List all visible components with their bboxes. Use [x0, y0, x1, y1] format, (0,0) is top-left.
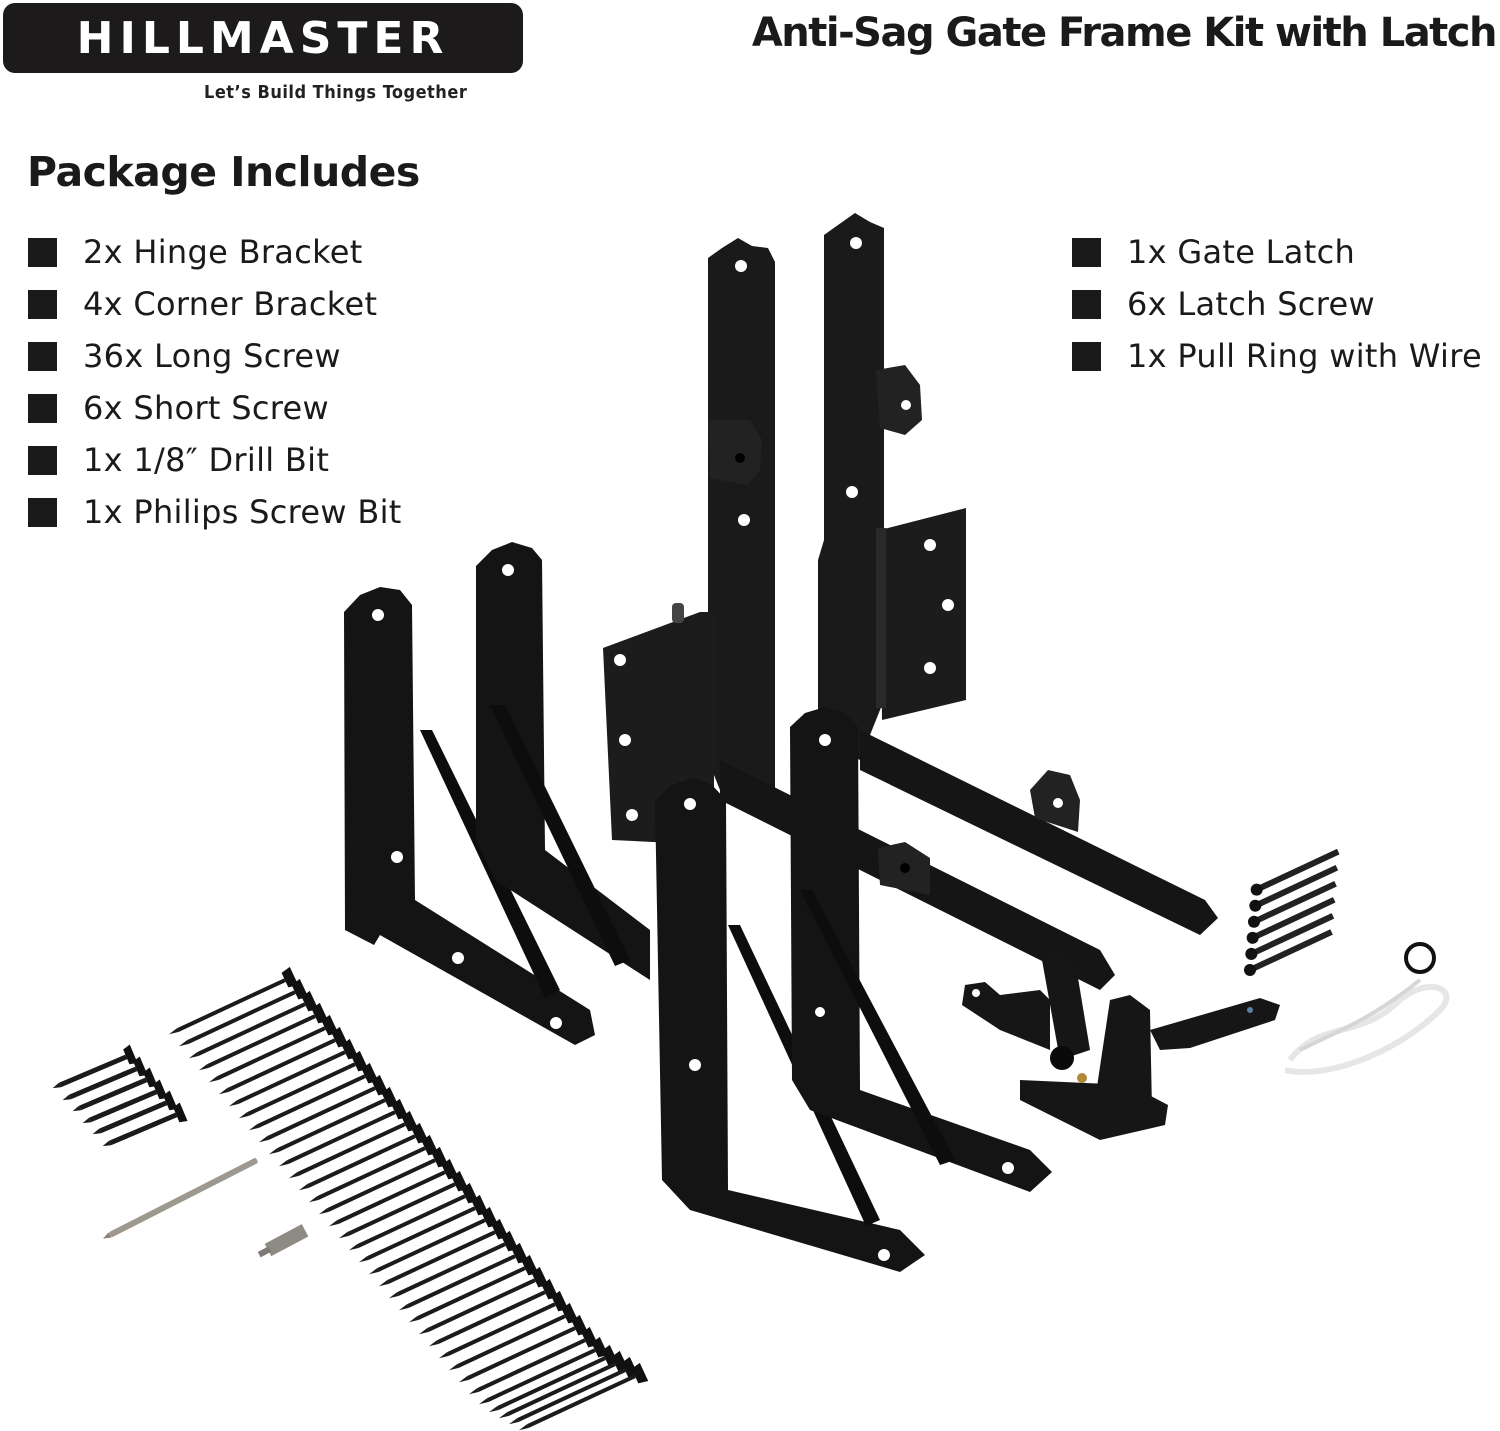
list-item: 6x Short Screw [28, 382, 402, 434]
short-screws [48, 1044, 188, 1156]
gate-latch [962, 950, 1280, 1140]
square-bullet-icon [28, 289, 57, 319]
package-heading: Package Includes [27, 148, 420, 196]
list-item: 36x Long Screw [28, 330, 402, 382]
package-list-left: 2x Hinge Bracket 4x Corner Bracket 36x L… [28, 226, 402, 538]
corner-bracket-2 [476, 542, 650, 980]
package-list-right: 1x Gate Latch 6x Latch Screw 1x Pull Rin… [1072, 226, 1482, 382]
square-bullet-icon [1072, 289, 1101, 319]
square-bullet-icon [1072, 237, 1101, 267]
list-item: 4x Corner Bracket [28, 278, 402, 330]
list-item: 1x Gate Latch [1072, 226, 1482, 278]
list-item: 1x Philips Screw Bit [28, 486, 402, 538]
brand-name: HILLMASTER [76, 12, 450, 64]
corner-bracket-4 [790, 707, 1052, 1192]
square-bullet-icon [28, 445, 57, 475]
product-title: Anti-Sag Gate Frame Kit with Latch [751, 10, 1498, 56]
hinge-bracket-2 [818, 213, 1218, 935]
square-bullet-icon [28, 341, 57, 371]
list-item: 1x Pull Ring with Wire [1072, 330, 1482, 382]
list-item: 1x 1/8″ Drill Bit [28, 434, 402, 486]
pull-ring-with-wire [1284, 942, 1450, 1075]
drill-bit [102, 1158, 258, 1239]
brand-tagline: Let’s Build Things Together [204, 82, 468, 103]
list-item: 6x Latch Screw [1072, 278, 1482, 330]
philips-screw-bit [257, 1224, 309, 1258]
square-bullet-icon [1072, 341, 1101, 371]
square-bullet-icon [28, 237, 57, 267]
brand-logo: HILLMASTER [3, 3, 523, 73]
latch-screws [1244, 848, 1340, 976]
list-item: 2x Hinge Bracket [28, 226, 402, 278]
square-bullet-icon [28, 393, 57, 423]
square-bullet-icon [28, 497, 57, 527]
